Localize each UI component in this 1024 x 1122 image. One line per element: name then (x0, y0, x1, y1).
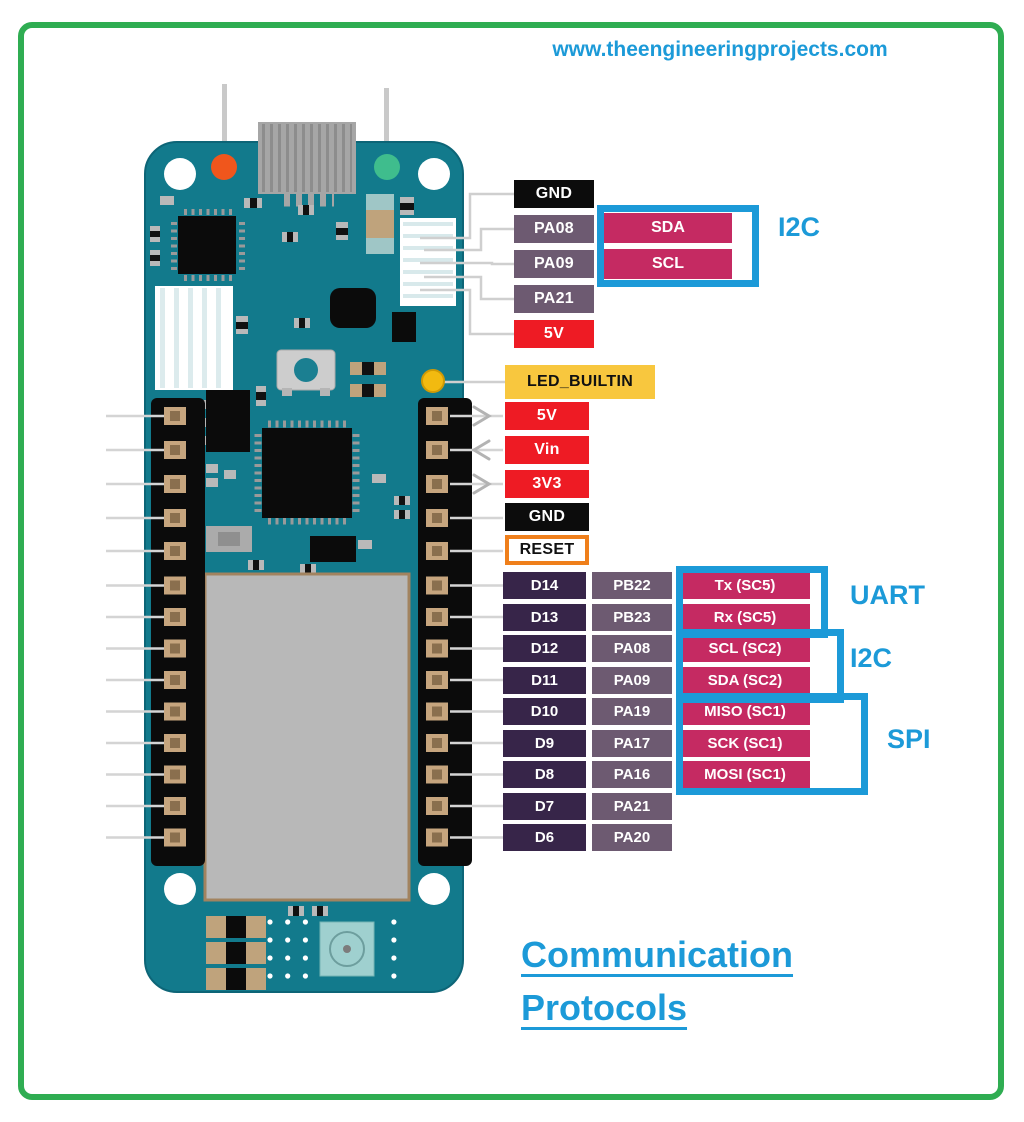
digital-pin-cell: D8 (503, 761, 586, 788)
page-title: Communication Protocols (521, 928, 793, 1034)
table-row: D14 PB22 Tx (SC5) (503, 572, 810, 599)
title-line-1: Communication (521, 934, 794, 975)
pin-header-right (418, 398, 472, 866)
table-row: D11 PA09 SDA (SC2) (503, 666, 810, 694)
button-cap (294, 358, 318, 382)
spi-group-box (676, 693, 868, 795)
button-foot (320, 388, 330, 396)
spi-label: SPI (887, 724, 931, 754)
arrow-in-icon (471, 439, 491, 461)
pin-label-pa09-top: PA09 (514, 250, 594, 278)
port-pin-cell: PA20 (592, 824, 672, 851)
signal-label-sda: SDA (604, 213, 732, 243)
digital-pin-cell: D13 (503, 603, 586, 631)
page-border (18, 22, 1004, 1100)
i2c-group-box (676, 629, 844, 703)
port-pin-cell: PB23 (592, 603, 672, 631)
table-row: D8 PA16 MOSI (SC1) (503, 761, 810, 788)
site-watermark: www.theengineeringprojects.com (552, 38, 888, 61)
digital-pin-cell: D12 (503, 635, 586, 662)
digital-pin-cell: D9 (503, 729, 586, 757)
green-led (374, 154, 400, 180)
i2c-top-group-box (597, 205, 759, 287)
bottom-components (206, 916, 266, 990)
port-pin-cell: PA17 (592, 729, 672, 757)
via-dots (267, 919, 397, 979)
i2c-top-label: I2C (778, 212, 821, 242)
port-pin-cell: PA21 (592, 792, 672, 820)
signal-label-scl: SCL (604, 249, 732, 279)
builtin-led (421, 369, 445, 393)
digital-pin-table: D14 PB22 Tx (SC5) D13 PB23 Rx (SC5) D12 … (503, 572, 810, 856)
uart-group-box (676, 566, 828, 638)
top-pin-wires (420, 192, 514, 336)
rf-shield (203, 572, 411, 902)
digital-pin-cell: D6 (503, 824, 586, 851)
mounting-hole (164, 873, 196, 905)
pin-header-left (151, 398, 205, 866)
regulator-chip (206, 390, 250, 452)
digital-pin-cell: D14 (503, 572, 586, 599)
signal-cell: SCL (SC2) (680, 635, 810, 662)
signal-cell: SDA (SC2) (680, 666, 810, 694)
clip-notch (218, 532, 240, 546)
power-direction-arrows (471, 405, 492, 495)
pin-label-gnd: GND (505, 503, 589, 531)
pin-label-reset: RESET (505, 535, 589, 565)
header-pins (106, 407, 503, 847)
connector-pads-left (155, 286, 233, 390)
port-pin-cell: PA09 (592, 666, 672, 694)
mounting-hole (418, 873, 450, 905)
title-line-2: Protocols (521, 987, 688, 1028)
antenna-ring (329, 931, 365, 967)
digital-pin-cell: D7 (503, 792, 586, 820)
table-row: D6 PA20 (503, 824, 810, 851)
pin-label-pa21-top: PA21 (514, 285, 594, 313)
port-pin-cell: PB22 (592, 572, 672, 599)
table-row: D7 PA21 (503, 792, 810, 820)
pin-label-gnd-top: GND (514, 180, 594, 208)
signal-cell: Rx (SC5) (680, 603, 810, 631)
mounting-hole (164, 158, 196, 190)
pin-label-pa08-top: PA08 (514, 215, 594, 243)
i2c-label: I2C (850, 643, 893, 673)
pin-label-5v: 5V (505, 402, 589, 430)
signal-cell: MOSI (SC1) (680, 761, 810, 788)
mounting-hole (418, 158, 450, 190)
digital-pin-cell: D10 (503, 698, 586, 725)
smd-components (150, 194, 416, 916)
usb-connector (258, 122, 356, 194)
digital-pin-cell: D11 (503, 666, 586, 694)
pin-label-vin: Vin (505, 436, 589, 464)
orange-led (211, 154, 237, 180)
antenna-wire-left (222, 84, 227, 168)
uart-label: UART (850, 580, 925, 610)
antenna-wire-right (384, 88, 389, 168)
arrow-out-icon (472, 405, 492, 427)
arrow-out-icon (472, 473, 492, 495)
pin-label-led-builtin: LED_BUILTIN (505, 365, 655, 399)
signal-cell: SCK (SC1) (680, 729, 810, 757)
flash-chip (310, 536, 356, 562)
signal-cell: Tx (SC5) (680, 572, 810, 599)
crypto-chip (178, 216, 236, 274)
port-pin-cell: PA16 (592, 761, 672, 788)
table-row: D13 PB23 Rx (SC5) (503, 603, 810, 631)
pin-label-3v3: 3V3 (505, 470, 589, 498)
antenna-dot (343, 945, 351, 953)
table-row: D12 PA08 SCL (SC2) (503, 635, 810, 662)
mcu-chip (262, 428, 352, 518)
port-pin-cell: PA19 (592, 698, 672, 725)
button-foot (282, 388, 292, 396)
pin-label-5v-top: 5V (514, 320, 594, 348)
port-pin-cell: PA08 (592, 635, 672, 662)
table-row: D9 PA17 SCK (SC1) (503, 729, 810, 757)
